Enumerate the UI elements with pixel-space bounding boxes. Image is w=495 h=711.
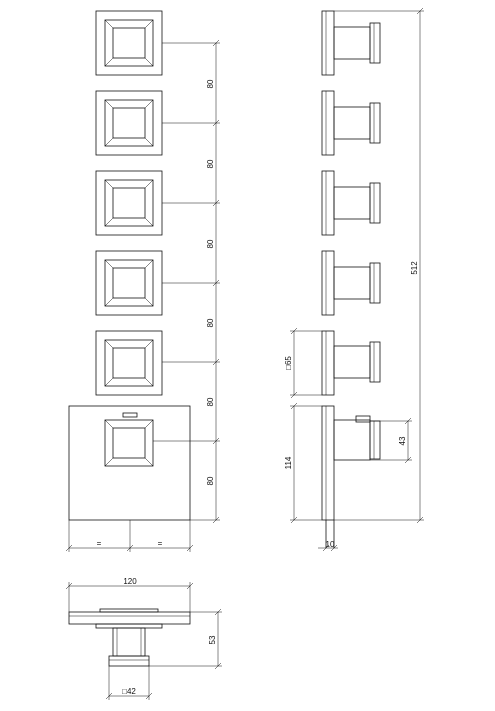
knob-module-1 bbox=[95, 10, 163, 76]
depth-label: 10 bbox=[326, 540, 335, 549]
mixer-plate bbox=[68, 405, 191, 521]
handle-height-label: 43 bbox=[398, 436, 407, 445]
handle-height-dimension: 43 bbox=[370, 417, 412, 464]
plate-height-label: 114 bbox=[284, 456, 293, 469]
knob-module-4 bbox=[95, 250, 163, 316]
spacing-dimension: 80 80 80 80 80 80 bbox=[206, 39, 220, 524]
depth-dimension: 10 bbox=[318, 540, 338, 552]
top-height-dimension: 53 bbox=[149, 608, 222, 670]
width-label-right: = bbox=[158, 539, 163, 548]
spacing-leaders bbox=[153, 42, 220, 521]
total-height-label: 512 bbox=[410, 261, 419, 275]
width-label-left: = bbox=[97, 539, 102, 548]
knob-module-3 bbox=[95, 170, 163, 236]
spacing-label-3: 80 bbox=[206, 239, 215, 248]
side-knob-4 bbox=[321, 250, 381, 316]
side-knob-3 bbox=[321, 170, 381, 236]
top-view: 120 53 □42 bbox=[65, 577, 222, 700]
spacing-label-6: 80 bbox=[206, 476, 215, 485]
knob-diameter-label: □42 bbox=[122, 687, 136, 696]
width-dimension: = = bbox=[65, 520, 194, 552]
knob-module-2 bbox=[95, 90, 163, 156]
side-mixer bbox=[321, 405, 381, 548]
spacing-label-5: 80 bbox=[206, 397, 215, 406]
front-view: 80 80 80 80 80 80 = = bbox=[65, 10, 220, 552]
knob-size-label: □65 bbox=[284, 356, 293, 370]
top-width-label: 120 bbox=[123, 577, 137, 586]
spacing-label-2: 80 bbox=[206, 159, 215, 168]
knob-module-5 bbox=[95, 330, 163, 396]
top-width-dimension: 120 bbox=[65, 577, 194, 612]
spacing-label-1: 80 bbox=[206, 79, 215, 88]
plate-height-dimension: 114 bbox=[284, 402, 322, 524]
side-knob-5 bbox=[321, 330, 381, 396]
knob-size-dimension: □65 bbox=[284, 327, 322, 399]
knob-diameter-dimension: □42 bbox=[105, 666, 153, 700]
side-knob-1 bbox=[321, 10, 381, 76]
side-view: 512 □65 114 43 bbox=[284, 7, 424, 552]
spacing-label-4: 80 bbox=[206, 318, 215, 327]
total-height-dimension: 512 bbox=[334, 7, 424, 524]
side-knob-2 bbox=[321, 90, 381, 156]
top-height-label: 53 bbox=[208, 635, 217, 644]
